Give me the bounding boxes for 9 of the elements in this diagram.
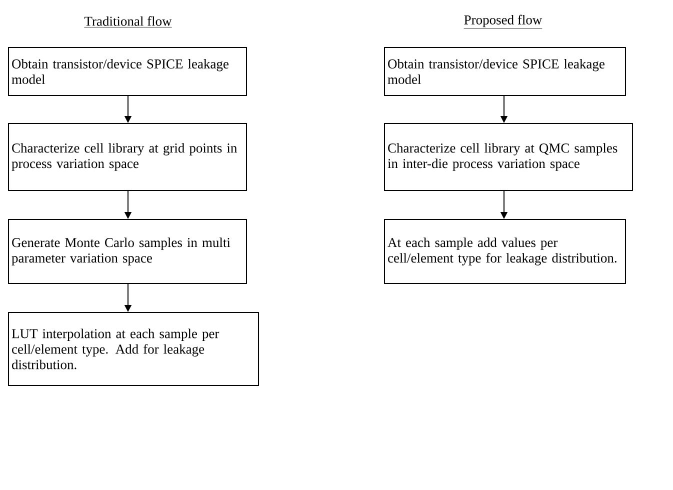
process-box: At each sample add values per cell/element type for leakage distribution.: [384, 219, 626, 284]
process-box: Characterize cell library at QMC samples in inter-die process variation space: [384, 123, 633, 191]
heading: Proposed flow: [464, 14, 542, 29]
process-box: Characterize cell library at grid points in process variation space: [8, 123, 247, 191]
process-box: Obtain transistor/device SPICE leakage model: [8, 47, 247, 96]
process-box: LUT interpolation at each sample per cell/element type. Add for leakage distribution.: [8, 312, 259, 386]
process-box: Generate Monte Carlo samples in multi parameter variation space: [8, 219, 247, 284]
process-box: Obtain transistor/device SPICE leakage model: [384, 47, 626, 96]
heading: Traditional flow: [84, 16, 172, 28]
